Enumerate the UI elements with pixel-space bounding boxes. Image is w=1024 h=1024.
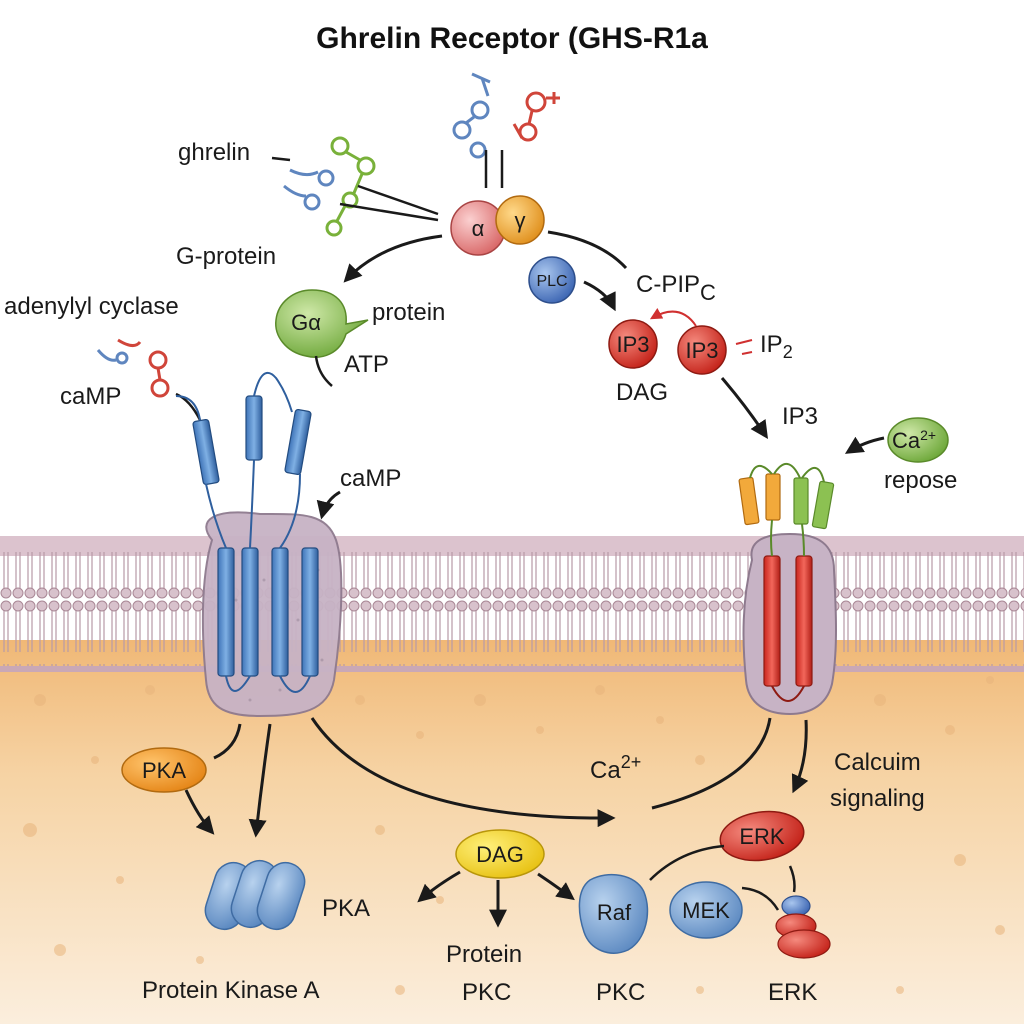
svg-text:ERK: ERK <box>739 824 785 849</box>
erk-hook <box>788 865 796 893</box>
ip3-conversion-arrow <box>649 308 697 327</box>
tm-helix-3 <box>271 547 289 677</box>
arrow-gprotein-to-pip <box>547 230 628 270</box>
svg-text:PKA: PKA <box>142 758 186 783</box>
arrow-ca2-to-channel <box>844 436 885 454</box>
gamma-label: γ <box>515 208 526 233</box>
protein-top-label: protein <box>372 299 445 326</box>
channel-ec-green-2 <box>811 480 835 530</box>
channel-ec-green-1 <box>793 477 809 525</box>
calcium-signaling-label-2: signaling <box>830 785 925 812</box>
channel-ec-orange-1 <box>738 476 760 526</box>
calcium-signaling-label-1: Calcuim <box>834 749 921 776</box>
protein-kinase-a-label: Protein Kinase A <box>142 977 319 1004</box>
ip3-receptor-channel <box>738 463 837 716</box>
g-alpha-text: Gα <box>291 310 321 335</box>
repose-label: repose <box>884 467 957 494</box>
tm-helix-4 <box>301 547 319 677</box>
g-protein-label: G-protein <box>176 243 276 270</box>
camp-left-label: caMP <box>60 383 121 410</box>
diagram-title: Ghrelin Receptor (GHS-R1a <box>316 22 708 55</box>
ec-helix-3 <box>284 408 312 476</box>
erk-to-raf-link <box>649 844 725 881</box>
pka-badge: PKA <box>121 747 207 793</box>
c-pip-label: C-PIPC <box>636 271 716 305</box>
ip2-label: IP2 <box>760 331 793 362</box>
ghs-r1a-receptor <box>175 372 343 718</box>
mek-to-erk-link <box>741 886 780 911</box>
ip3-a-text: IP3 <box>616 332 649 357</box>
protein-kinase-a-shape <box>204 859 306 931</box>
channel-ec-orange-2 <box>765 473 781 521</box>
arrow-receptor-to-ca <box>310 717 616 828</box>
alpha-label: α <box>472 216 485 241</box>
g-gamma-subunit <box>495 195 545 245</box>
channel-helix-2 <box>795 555 813 687</box>
ec-helix-2 <box>245 395 263 461</box>
arrow-plc-to-ip3 <box>583 280 616 312</box>
ghrelin-molecules <box>96 72 560 398</box>
erk-stack-shape <box>775 895 831 959</box>
pkc-bottom-left-label: PKC <box>462 979 511 1006</box>
adenylyl-cyclase-label: adenylyl cyclase <box>4 293 179 320</box>
arrow-pka-to-kinase <box>184 789 215 835</box>
ghrelin-label: ghrelin <box>178 139 250 166</box>
dag-top-label: DAG <box>616 379 668 406</box>
erk-bottom-label: ERK <box>768 979 817 1006</box>
ip2-marker <box>735 339 753 355</box>
plc-text: PLC <box>536 273 567 290</box>
svg-text:Raf: Raf <box>597 900 632 925</box>
dag-badge: DAG <box>455 829 545 879</box>
svg-text:DAG: DAG <box>476 842 524 867</box>
svg-text:Ca2+: Ca2+ <box>892 427 936 453</box>
plc-node: PLC <box>528 256 576 304</box>
atp-hook <box>314 355 333 387</box>
cell-membrane <box>0 536 1024 672</box>
atp-label: ATP <box>344 351 389 378</box>
ec-helix-1 <box>192 418 220 486</box>
g-alpha-bubble: Gα <box>275 289 369 358</box>
ca2-mid-label: Ca2+ <box>590 752 641 784</box>
raf-node: Raf <box>578 873 649 954</box>
tm-helix-1 <box>217 547 235 677</box>
protein-bottom-label: Protein <box>446 941 522 968</box>
pkc-bottom-right-label: PKC <box>596 979 645 1006</box>
pka-text-label: PKA <box>322 895 370 922</box>
svg-text:MEK: MEK <box>682 898 730 923</box>
erk-badge: ERK <box>719 810 805 862</box>
tm-helix-2 <box>241 547 259 677</box>
g-protein-complex: α γ <box>450 195 545 256</box>
receptor-loops <box>175 372 311 693</box>
arrow-channel-to-ca <box>651 717 772 810</box>
arrow-dag-to-raf <box>537 872 575 901</box>
ip3-node-a: IP3 <box>608 319 658 369</box>
ip3-right-label: IP3 <box>782 403 818 430</box>
arrow-receptor-to-kinase <box>248 723 272 838</box>
channel-helix-1 <box>763 555 781 687</box>
camp-mid-label: caMP <box>340 465 401 492</box>
cytoplasm-speckles <box>23 676 1005 995</box>
ghrelin-pointers <box>175 150 504 421</box>
arrow-channel-to-erk <box>791 719 809 794</box>
ip3-b-text: IP3 <box>685 338 718 363</box>
mek-node: MEK <box>669 881 743 939</box>
arrow-gprotein-to-galpha <box>343 234 443 283</box>
arrow-receptor-to-pka <box>213 723 242 760</box>
arrow-dag-to-pka <box>417 870 461 903</box>
ca2-badge: Ca2+ <box>887 417 949 463</box>
arrow-ip3-to-channel <box>720 377 768 439</box>
ip3-node-b: IP3 <box>677 325 727 375</box>
arrow-camp-to-receptor <box>316 490 341 520</box>
